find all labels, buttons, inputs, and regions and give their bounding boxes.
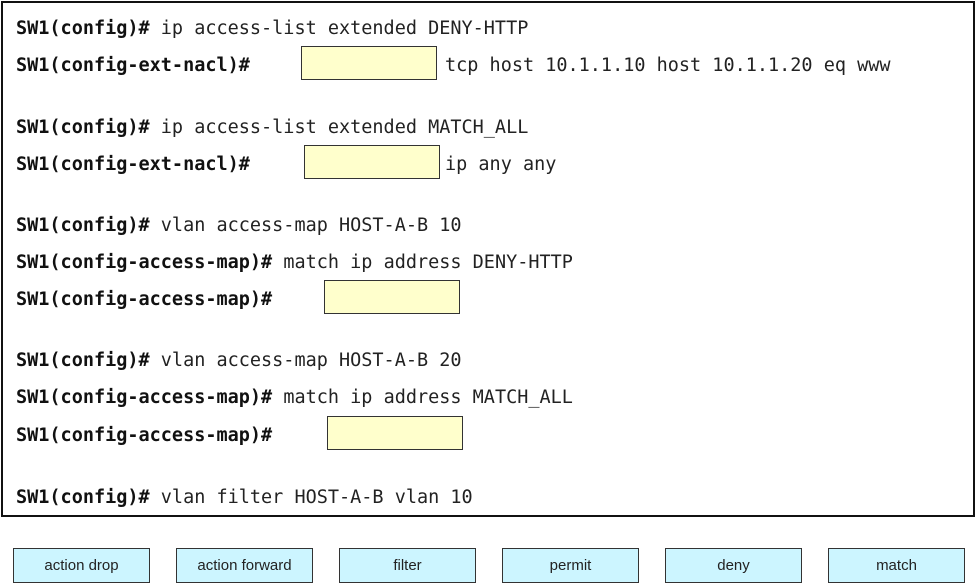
config-line: SW1(config-ext-nacl)# (16, 153, 250, 177)
drop-slot-2[interactable] (304, 145, 440, 179)
option-deny[interactable]: deny (665, 548, 802, 583)
config-line: SW1(config)# ip access-list extended MAT… (16, 116, 528, 140)
config-line: SW1(config-access-map)# (16, 424, 272, 448)
cli-command: ip access-list extended MATCH_ALL (149, 117, 529, 138)
cli-command: match ip address DENY-HTTP (272, 252, 573, 273)
cli-prompt: SW1(config)# (16, 18, 150, 39)
cli-prompt: SW1(config-access-map)# (16, 289, 273, 310)
cli-prompt: SW1(config-access-map)# (16, 252, 273, 273)
config-line: SW1(config)# vlan access-map HOST-A-B 20 (16, 349, 462, 373)
cli-prompt: SW1(config)# (16, 117, 150, 138)
cli-command: vlan filter HOST-A-B vlan 10 (149, 487, 473, 508)
cli-prompt: SW1(config)# (16, 487, 150, 508)
cli-command: ip access-list extended DENY-HTTP (149, 18, 529, 39)
cli-command: vlan access-map HOST-A-B 10 (149, 215, 462, 236)
cli-prompt: SW1(config)# (16, 350, 150, 371)
drop-slot-3[interactable] (324, 280, 460, 314)
config-line: SW1(config-access-map)# match ip address… (16, 251, 573, 275)
drop-slot-4[interactable] (327, 416, 463, 450)
cli-prompt: SW1(config-access-map)# (16, 387, 273, 408)
cli-prompt: SW1(config-access-map)# (16, 425, 273, 446)
option-action-forward[interactable]: action forward (176, 548, 313, 583)
config-line: SW1(config-access-map)# match ip address… (16, 386, 573, 410)
cli-command: match ip address MATCH_ALL (272, 387, 573, 408)
drop-slot-1[interactable] (301, 46, 437, 80)
config-line: SW1(config)# vlan filter HOST-A-B vlan 1… (16, 486, 473, 510)
config-line: SW1(config)# vlan access-map HOST-A-B 10 (16, 214, 462, 238)
config-panel: SW1(config)# ip access-list extended DEN… (1, 1, 975, 517)
option-filter[interactable]: filter (339, 548, 476, 583)
option-match[interactable]: match (828, 548, 965, 583)
config-line: SW1(config-ext-nacl)# (16, 54, 250, 78)
cli-prompt: SW1(config-ext-nacl)# (16, 154, 250, 175)
config-line: SW1(config-access-map)# (16, 288, 272, 312)
option-action-drop[interactable]: action drop (13, 548, 150, 583)
cli-command: tcp host 10.1.1.10 host 10.1.1.20 eq www (445, 55, 891, 76)
cli-prompt: SW1(config)# (16, 215, 150, 236)
cli-command: vlan access-map HOST-A-B 20 (149, 350, 462, 371)
cli-prompt: SW1(config-ext-nacl)# (16, 55, 250, 76)
config-line: SW1(config)# ip access-list extended DEN… (16, 17, 528, 41)
option-permit[interactable]: permit (502, 548, 639, 583)
cli-command: ip any any (445, 154, 557, 175)
